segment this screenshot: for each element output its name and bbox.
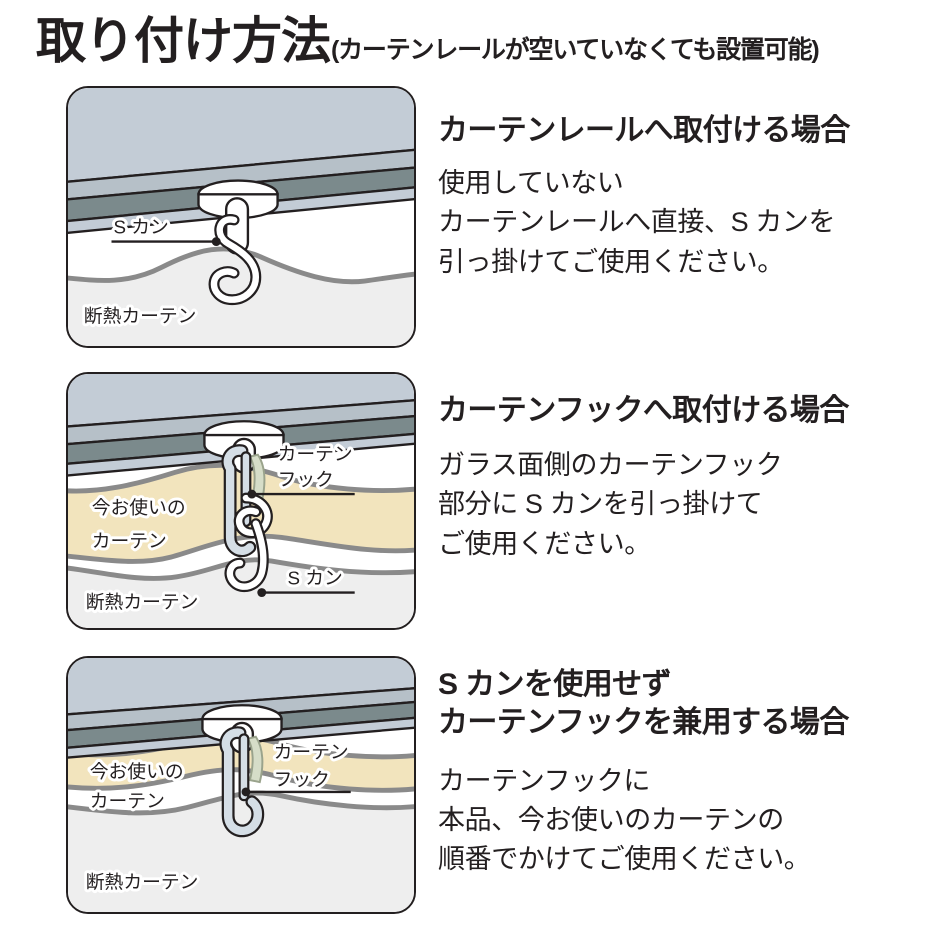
section-2-text: カーテンフックへ取付ける場合 ガラス面側のカーテンフック 部分に S カンを引っ… <box>438 372 930 564</box>
label-curtain-hook-line1: カーテン <box>274 741 349 762</box>
label-s-hook: S カン <box>113 217 168 238</box>
diagram-1-svg: S カン 断熱カーテン <box>68 88 414 346</box>
curtain-hook-tab <box>246 735 264 784</box>
label-curtain-hook-line2: フック <box>274 769 330 790</box>
section-3-heading: S カンを使用せず カーテンフックを兼用する場合 <box>438 666 930 742</box>
curtain-hook-callout-dot <box>241 787 251 797</box>
section-2-body: ガラス面側のカーテンフック 部分に S カンを引っ掛けて ご使用ください。 <box>438 446 930 564</box>
s-hook-callout-dot <box>257 588 267 597</box>
instruction-section-3: カーテン フック 今お使いの カーテン 断熱カーテン S カンを使用せず カーテ… <box>0 656 940 914</box>
diagram-panel-1: S カン 断熱カーテン <box>66 86 416 348</box>
label-current-curtain-line1: 今お使いの <box>92 497 186 518</box>
label-current-curtain-line2: カーテン <box>92 530 167 551</box>
diagram-panel-3: カーテン フック 今お使いの カーテン 断熱カーテン <box>66 656 416 914</box>
diagram-2-svg: カーテン フック 今お使いの カーテン S カン 断熱カーテン <box>68 374 414 628</box>
label-insulating-curtain: 断熱カーテン <box>86 591 199 612</box>
label-current-curtain-line1: 今お使いの <box>90 761 184 782</box>
page-title: 取り付け方法 (カーテンレールが空いていなくても設置可能) <box>36 16 916 66</box>
label-current-curtain-line2: カーテン <box>90 791 165 812</box>
section-3-heading-line-2: カーテンフックを兼用する場合 <box>438 705 849 739</box>
section-1-heading: カーテンレールへ取付ける場合 <box>438 114 850 147</box>
page-title-subtitle: (カーテンレールが空いていなくても設置可能) <box>331 36 820 64</box>
section-3-body-line-3: 順番でかけてご使用ください。 <box>438 844 811 875</box>
section-3-body: カーテンフックに 本品、今お使いのカーテンの 順番でかけてご使用ください。 <box>438 762 930 880</box>
section-3-heading-line-1: S カンを使用せず <box>438 668 672 701</box>
label-insulating-curtain: 断熱カーテン <box>86 871 199 892</box>
section-1-body-line-1: 使用していない <box>438 167 624 198</box>
curtain-hook-callout-dot <box>247 489 257 499</box>
section-2-body-line-3: ご使用ください。 <box>438 528 651 559</box>
section-1-body-line-2: カーテンレールへ直接、S カンを <box>438 207 836 238</box>
rail-top-face <box>68 88 414 183</box>
diagram-panel-2: カーテン フック 今お使いの カーテン S カン 断熱カーテン <box>66 372 416 630</box>
diagram-3-svg: カーテン フック 今お使いの カーテン 断熱カーテン <box>68 658 414 912</box>
instruction-section-1: S カン 断熱カーテン カーテンレールへ取付ける場合 使用していない カーテンレ… <box>0 86 940 348</box>
section-2-body-line-1: ガラス面側のカーテンフック <box>438 449 783 480</box>
rail-mid-band <box>68 147 414 202</box>
s-hook-callout-dot <box>211 237 221 247</box>
label-curtain-hook-line1: カーテン <box>278 444 353 465</box>
section-2-heading: カーテンフックへ取付ける場合 <box>438 394 849 427</box>
section-1-body-line-3: 引っ掛けてご使用ください。 <box>438 246 784 277</box>
section-3-body-line-2: 本品、今お使いのカーテンの <box>438 805 784 835</box>
insulating-curtain-shape <box>68 557 414 628</box>
label-curtain-hook-line2: フック <box>278 469 334 490</box>
section-3-text: S カンを使用せず カーテンフックを兼用する場合 カーテンフックに 本品、今お使… <box>438 656 930 880</box>
section-1-text: カーテンレールへ取付ける場合 使用していない カーテンレールへ直接、S カンを … <box>438 86 930 282</box>
section-1-body: 使用していない カーテンレールへ直接、S カンを 引っ掛けてご使用ください。 <box>438 164 930 282</box>
label-s-hook: S カン <box>287 568 342 589</box>
section-3-body-line-1: カーテンフックに <box>438 765 650 796</box>
page-title-main: 取り付け方法 <box>36 13 331 69</box>
label-insulating-curtain: 断熱カーテン <box>84 305 197 326</box>
instruction-section-2: カーテン フック 今お使いの カーテン S カン 断熱カーテン カーテンフックへ… <box>0 372 940 630</box>
section-2-body-line-2: 部分に S カンを引っ掛けて <box>438 489 763 520</box>
